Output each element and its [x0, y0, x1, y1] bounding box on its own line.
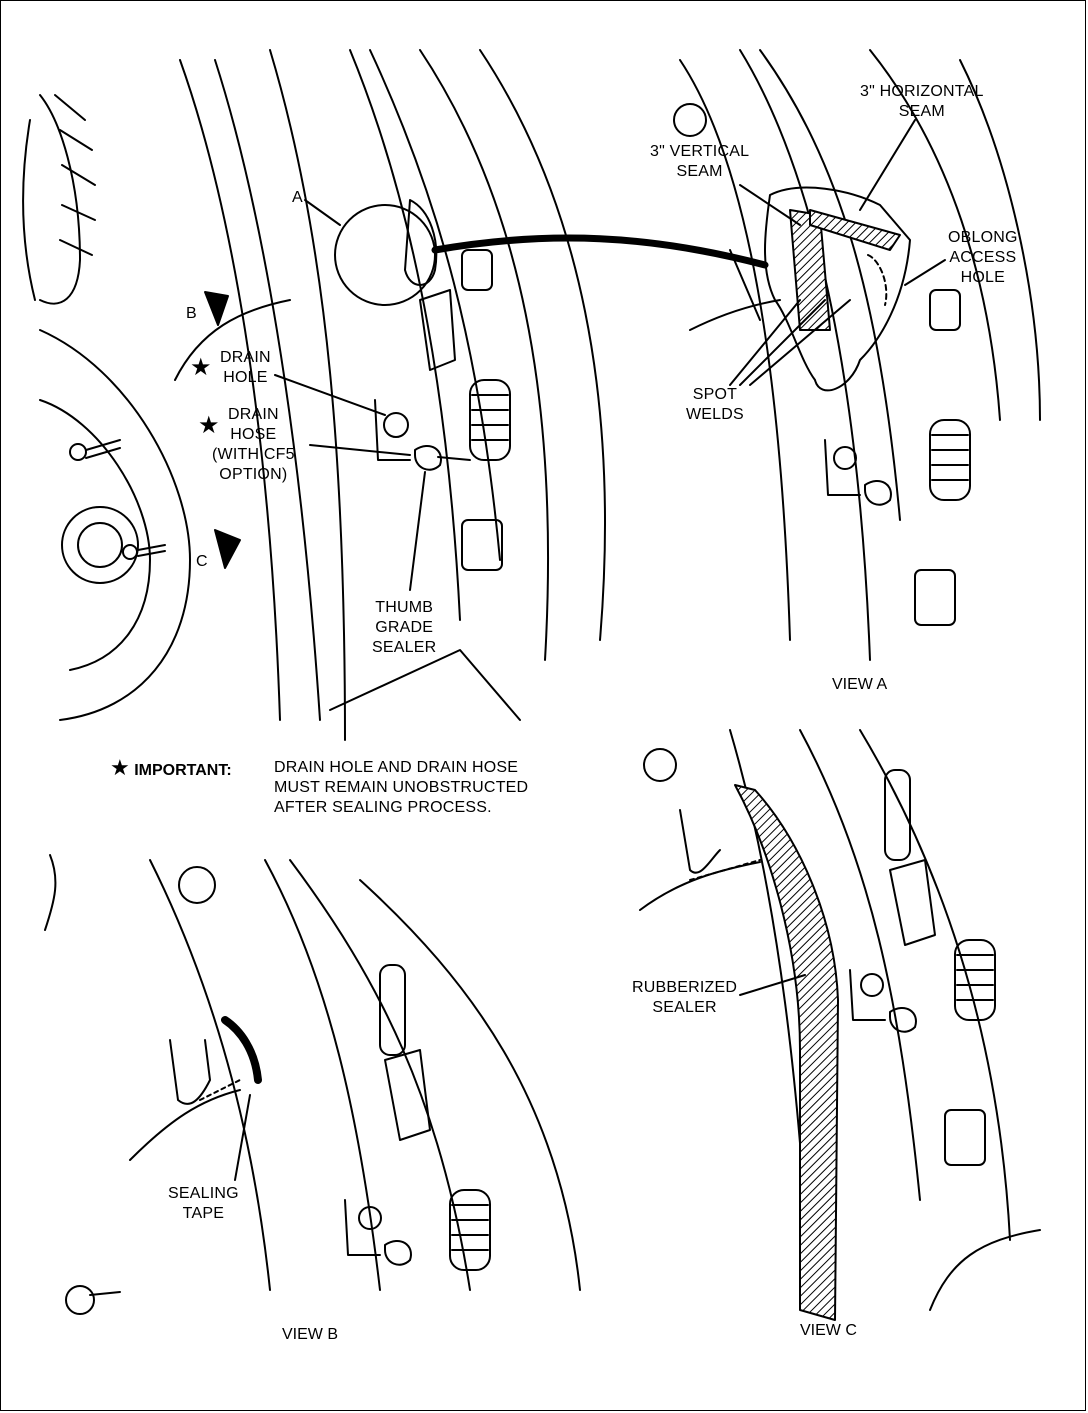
arrow-b-label: B [186, 305, 197, 322]
arrow-c-label: C [196, 553, 208, 570]
important-star-icon: ★ [110, 755, 130, 780]
callout-a-label: A [292, 189, 303, 206]
main-view-drawing [22, 49, 769, 741]
view-a-caption: VIEW A [832, 676, 888, 693]
important-heading: IMPORTANT [134, 762, 227, 779]
view-c-drawing [639, 729, 1041, 1321]
view-b-caption: VIEW B [282, 1326, 339, 1343]
drain-hose-star-icon: ★ [198, 412, 220, 439]
view-a-drawing [673, 49, 1041, 661]
important-note: ★ IMPORTANT: [110, 755, 232, 780]
drain-hole-star-icon: ★ [190, 354, 212, 381]
view-b-drawing [44, 854, 581, 1315]
important-text: DRAIN HOLE AND DRAIN HOSE MUST REMAIN UN… [274, 759, 529, 816]
view-c-caption: VIEW C [800, 1322, 857, 1339]
